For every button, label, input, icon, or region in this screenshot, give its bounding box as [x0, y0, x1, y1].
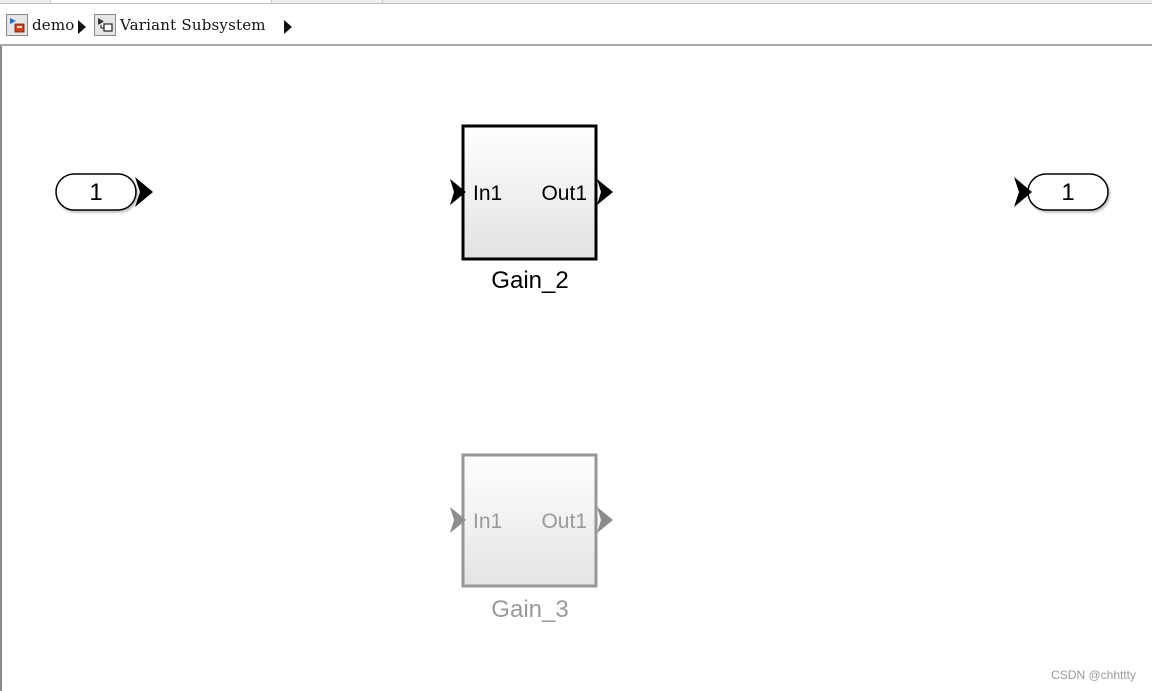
inport-label: 1 [89, 179, 102, 206]
block-name-label: Gain_3 [491, 596, 568, 623]
breadcrumb-chevron-icon [284, 20, 292, 34]
tab-strip [0, 0, 1152, 4]
gain-3-block[interactable]: In1 Out1 Gain_3 [450, 453, 613, 623]
input-port-arrow-icon [450, 507, 466, 533]
active-tab[interactable] [50, 0, 272, 3]
breadcrumb: demo Variant Subsystem [0, 4, 1152, 46]
watermark: CSDN @chhttty [1051, 668, 1136, 682]
out-port-label: Out1 [541, 182, 587, 205]
subsystem-icon [94, 14, 116, 36]
gain-2-block[interactable]: In1 Out1 Gain_2 [450, 124, 613, 294]
output-port-arrow-icon [597, 179, 613, 205]
in-port-label: In1 [473, 182, 502, 205]
outport-block[interactable]: 1 [1014, 173, 1109, 211]
inport-port-arrow-icon [135, 177, 153, 207]
in-port-label: In1 [473, 510, 502, 533]
block-name-label: Gain_2 [491, 267, 568, 294]
outport-port-arrow-icon [1014, 177, 1032, 207]
input-port-arrow-icon [450, 179, 466, 205]
breadcrumb-label: demo [32, 16, 75, 34]
model-canvas[interactable]: 1 1 In1 Out1 Gain_2 In1 Out1 Gain_3 [0, 46, 1152, 691]
tab-divider [382, 0, 383, 3]
breadcrumb-item-demo[interactable]: demo [6, 13, 75, 37]
outport-label: 1 [1061, 179, 1074, 206]
out-port-label: Out1 [541, 510, 587, 533]
model-icon [6, 14, 28, 36]
breadcrumb-label: Variant Subsystem [120, 16, 266, 34]
inport-block[interactable]: 1 [55, 173, 153, 211]
diagram-svg: 1 1 In1 Out1 Gain_2 In1 Out1 Gain_3 [55, 124, 1109, 623]
breadcrumb-item-variant-subsystem[interactable]: Variant Subsystem [94, 13, 266, 37]
output-port-arrow-icon [597, 507, 613, 533]
breadcrumb-chevron-icon [78, 20, 86, 34]
